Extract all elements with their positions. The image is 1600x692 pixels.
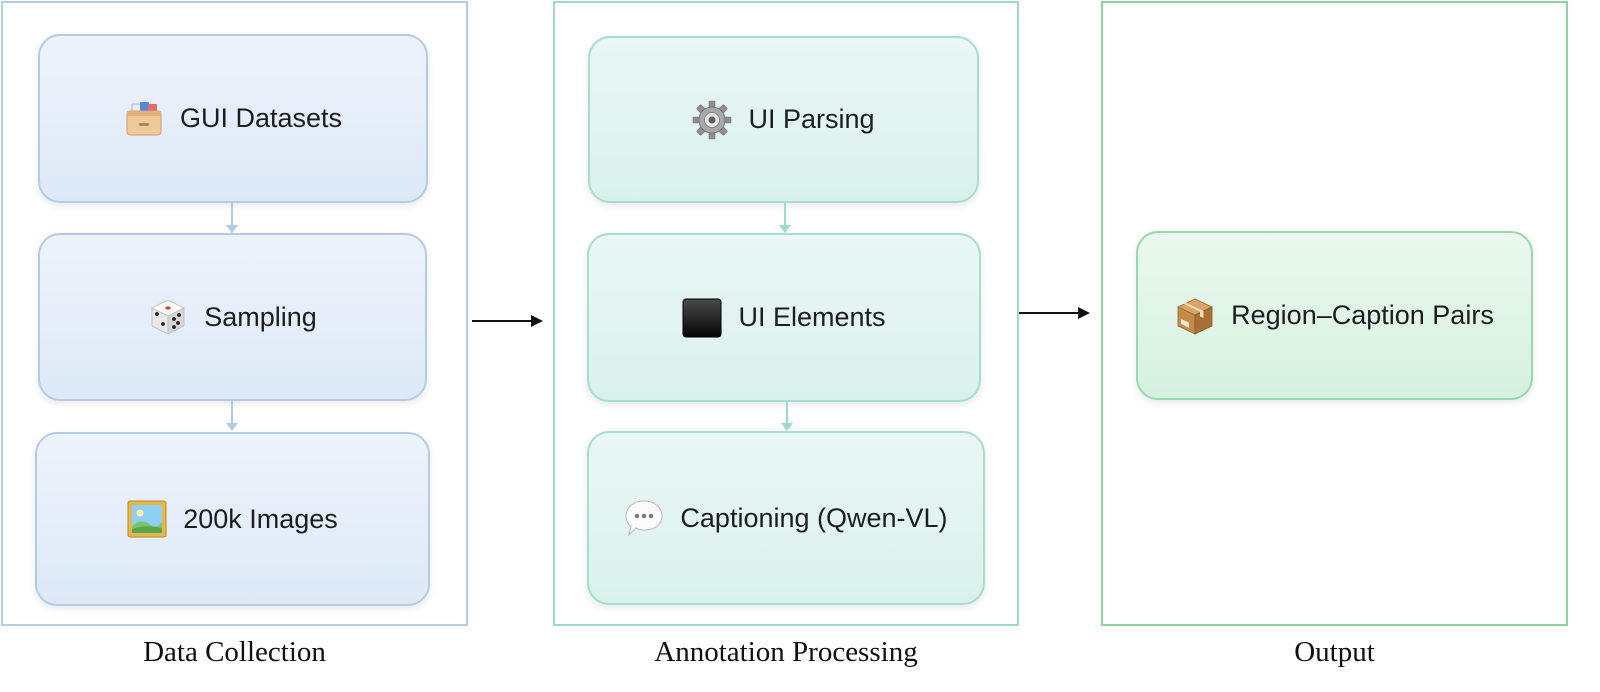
arrow-collection-to-processing bbox=[472, 320, 532, 322]
connector-sampling-to-images bbox=[231, 401, 233, 423]
images-node: 200k Images bbox=[35, 432, 430, 606]
annotation-processing-caption: Annotation Processing bbox=[654, 636, 918, 668]
framed-picture-icon bbox=[127, 499, 167, 539]
sampling-label: Sampling bbox=[204, 301, 317, 332]
captioning-node: Captioning (Qwen-VL) bbox=[587, 431, 985, 605]
connector-head bbox=[226, 423, 238, 431]
connector-head bbox=[226, 225, 238, 233]
arrow-head bbox=[1078, 307, 1090, 319]
region-caption-pairs-node: Region–Caption Pairs bbox=[1136, 231, 1533, 400]
connector-head bbox=[779, 225, 791, 233]
gui-datasets-label: GUI Datasets bbox=[179, 103, 343, 133]
connector-head bbox=[781, 423, 793, 431]
connector-elements-to-captioning bbox=[786, 402, 788, 423]
ui-elements-node: UI Elements bbox=[587, 233, 981, 402]
speech-bubble-icon bbox=[624, 498, 664, 538]
region-caption-pairs-label: Region–Caption Pairs bbox=[1231, 300, 1494, 330]
ui-parsing-node: UI Parsing bbox=[588, 36, 979, 203]
arrow-head bbox=[531, 315, 543, 327]
dice-icon bbox=[148, 297, 188, 337]
images-label: 200k Images bbox=[183, 503, 338, 534]
ui-elements-label: UI Elements bbox=[738, 302, 886, 332]
ui-parsing-label: UI Parsing bbox=[748, 104, 875, 134]
sampling-node: Sampling bbox=[38, 233, 427, 401]
captioning-label: Captioning (Qwen-VL) bbox=[680, 502, 948, 533]
output-caption: Output bbox=[1294, 636, 1375, 668]
arrow-processing-to-output bbox=[1019, 312, 1079, 314]
data-collection-caption: Data Collection bbox=[143, 636, 326, 668]
connector-datasets-to-sampling bbox=[231, 203, 233, 225]
gear-icon bbox=[692, 100, 732, 140]
gui-datasets-node: GUI Datasets bbox=[38, 34, 428, 203]
connector-parsing-to-elements bbox=[784, 203, 786, 225]
black-square-icon bbox=[682, 298, 722, 338]
package-icon bbox=[1175, 296, 1215, 336]
file-cabinet-icon bbox=[124, 99, 164, 139]
